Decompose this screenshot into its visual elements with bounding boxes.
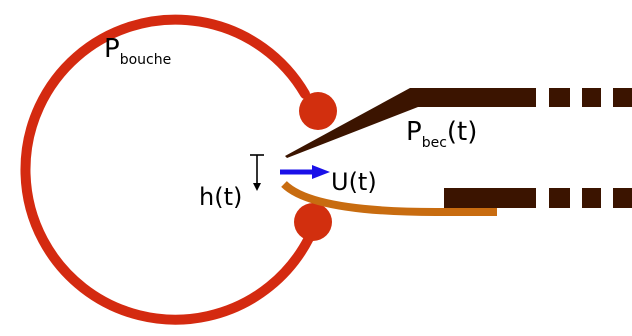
label-p-bec: Pbec(t) xyxy=(406,117,477,151)
label-p-bec-main: P xyxy=(406,117,422,147)
upper-lip xyxy=(299,92,337,130)
reed xyxy=(281,181,497,216)
mouthpiece-lower-wall xyxy=(444,188,536,208)
flow-arrow-head xyxy=(312,165,330,179)
mouthpiece-upper-wall xyxy=(285,88,536,158)
lower-lip xyxy=(294,203,332,241)
label-p-bouche-main: P xyxy=(104,34,120,64)
mouthpiece-upper-dash-2 xyxy=(582,88,601,107)
mouthpiece-upper-dash-1 xyxy=(549,88,570,107)
label-u: U(t) xyxy=(331,168,377,196)
label-p-bouche-sub: bouche xyxy=(120,52,172,68)
label-p-bec-sub: bec xyxy=(422,135,447,151)
label-p-bouche: Pbouche xyxy=(104,34,171,68)
label-h: h(t) xyxy=(199,183,242,211)
mouthpiece-lower-dash-1 xyxy=(549,188,570,208)
mouth-cavity xyxy=(20,14,314,325)
opening-arrow-head xyxy=(253,183,261,191)
mouthpiece-lower-dash-3 xyxy=(613,188,632,208)
label-p-bec-suffix: (t) xyxy=(447,117,477,147)
mouthpiece-upper-dash-3 xyxy=(613,88,632,107)
mouthpiece-lower-dash-2 xyxy=(582,188,601,208)
